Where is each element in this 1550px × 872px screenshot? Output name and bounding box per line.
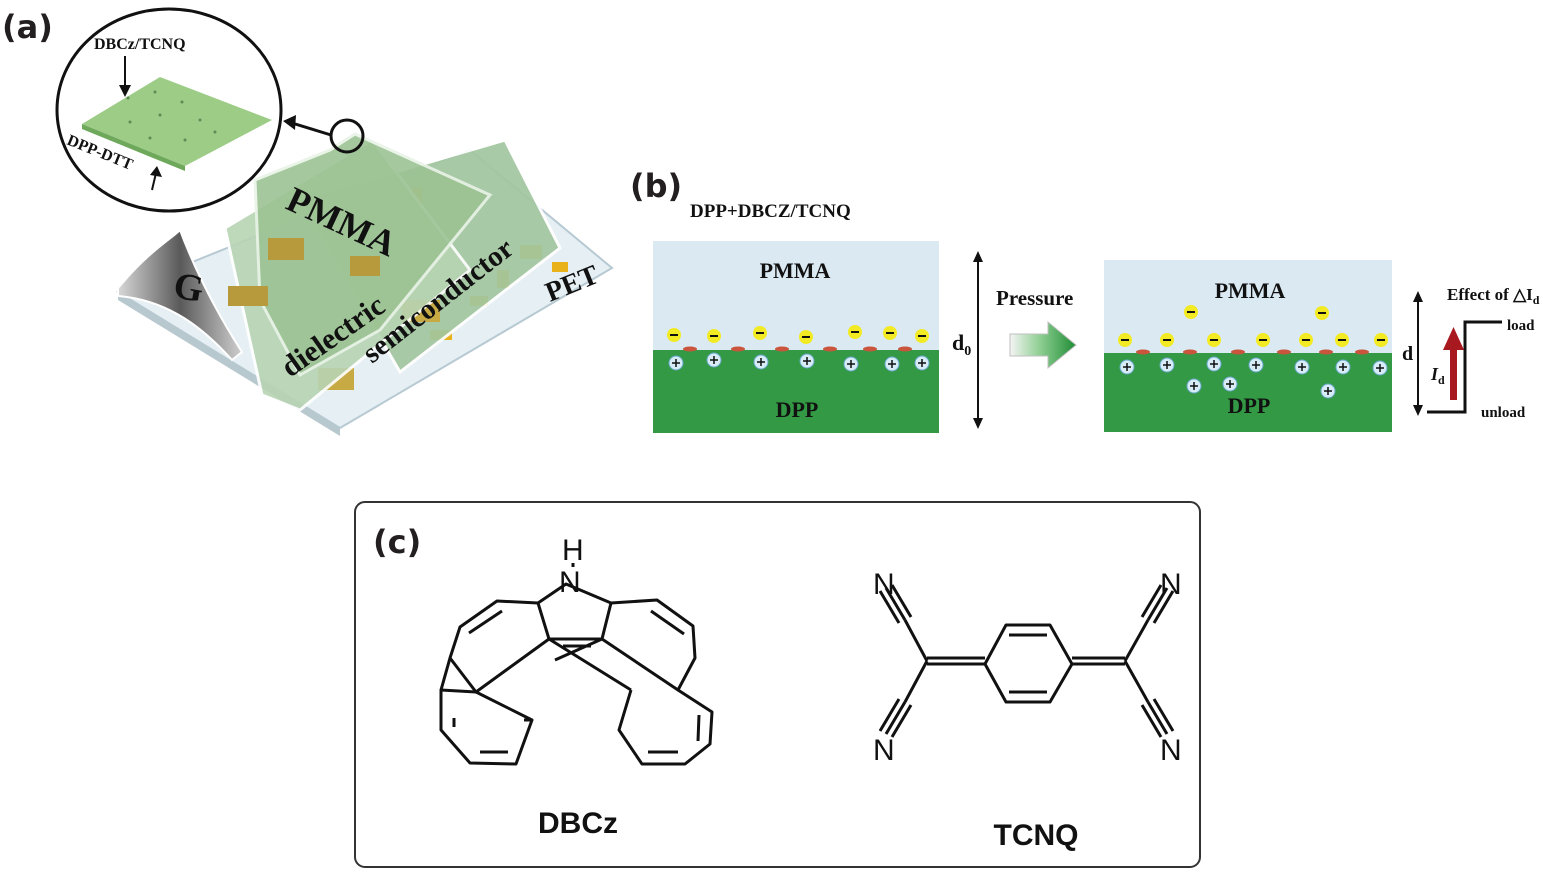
panel-b-label: (b) (630, 167, 682, 205)
id-label: Id (1430, 364, 1445, 387)
minus-charge (799, 330, 813, 344)
plus-charge (1119, 359, 1135, 375)
right-charges (1118, 305, 1388, 399)
minus-charge (848, 325, 862, 339)
minus-charge (753, 326, 767, 340)
plus-charge (1335, 359, 1351, 375)
dipole-mark (1355, 349, 1369, 355)
current-arrow-head (1443, 327, 1464, 350)
dbcz-name: DBCz (538, 807, 618, 840)
inset-dots (126, 90, 217, 142)
minus-charge (915, 329, 929, 343)
tcnq-name: TCNQ (994, 819, 1079, 852)
minus-charge (1184, 305, 1198, 319)
plus-charge (884, 356, 900, 372)
dbcz-atom-h: H (562, 534, 584, 567)
plus-charge (706, 352, 722, 368)
inset-bottom-arrow (150, 166, 162, 177)
dbcz-atom-n: N (559, 566, 581, 599)
right-dpp-label: DPP (1228, 393, 1271, 418)
gate-layer (117, 228, 244, 362)
dipole-mark (731, 346, 745, 352)
plus-charge (914, 355, 930, 371)
panel-c-frame (354, 501, 1201, 868)
minus-charge (667, 328, 681, 342)
tcnq-atom-n3: N (1160, 568, 1182, 601)
dipole-mark (1277, 349, 1291, 355)
inset-top-arrow (119, 85, 131, 97)
zoom-circle (329, 118, 365, 154)
dipole-mark (1319, 349, 1333, 355)
plus-charge (1186, 378, 1202, 394)
dipole-mark (898, 346, 912, 352)
minus-charge (1335, 333, 1349, 347)
left-pmma-label: PMMA (760, 258, 831, 283)
left-dpp-label: DPP (776, 397, 819, 422)
plus-charge (1159, 357, 1175, 373)
tcnq-atom-n2: N (873, 734, 895, 767)
plus-charge (1320, 383, 1336, 399)
tcnq-atom-n4: N (1160, 734, 1182, 767)
zoom-arrow-line (291, 121, 332, 137)
d0-label: d0 (952, 330, 971, 359)
dipole-mark (1231, 349, 1245, 355)
panel-a-label: (a) (2, 8, 53, 46)
panel-b: (b) DPP+DBCZ/TCNQ PMMA DPP d0 Pressure P… (630, 167, 1540, 433)
dipole-mark (683, 346, 697, 352)
tcnq-structure (878, 584, 1175, 738)
minus-charge (883, 326, 897, 340)
inset: DBCz/TCNQ DPP-DTT (55, 7, 283, 213)
left-charges (667, 325, 930, 372)
pressure-arrow (1009, 320, 1077, 370)
right-pmma-label: PMMA (1215, 278, 1286, 303)
step-curve (1427, 320, 1502, 414)
dbcz-structure (439, 582, 714, 766)
panel-a: (a) (2, 7, 614, 436)
device-stack (115, 132, 614, 436)
load-label: load (1507, 318, 1535, 334)
dipole-mark (1136, 349, 1150, 355)
plus-charge (1248, 357, 1264, 373)
minus-charge (1118, 333, 1132, 347)
plus-charge (668, 355, 684, 371)
minus-charge (1374, 333, 1388, 347)
minus-charge (1299, 333, 1313, 347)
minus-charge (1315, 306, 1329, 320)
dipole-mark (863, 346, 877, 352)
panel-b-subtitle: DPP+DBCZ/TCNQ (690, 201, 851, 222)
plus-charge (1222, 376, 1238, 392)
panel-c-label: (c) (373, 523, 421, 561)
tcnq-atom-n1: N (873, 568, 895, 601)
plus-charge (843, 356, 859, 372)
pmma-pads (228, 238, 380, 306)
pressure-label: Pressure (996, 286, 1073, 310)
plus-charge (1372, 360, 1388, 376)
current-arrow-shaft (1450, 346, 1457, 400)
plus-charge (753, 354, 769, 370)
inset-film-edge (82, 124, 185, 171)
gate-label: G (170, 265, 206, 311)
inset-top-label: DBCz/TCNQ (94, 36, 186, 53)
minus-charge (1256, 333, 1270, 347)
plus-charge (1294, 359, 1310, 375)
minus-charge (1160, 333, 1174, 347)
plus-charge (1206, 356, 1222, 372)
zoom-arrow-head (283, 115, 296, 130)
panel-c: (c) H N DB (354, 501, 1201, 868)
minus-charge (1207, 333, 1221, 347)
inset-film (82, 77, 272, 166)
dipole-mark (775, 346, 789, 352)
effect-label: Effect of △Id (1447, 285, 1540, 307)
unload-label: unload (1481, 405, 1526, 421)
plus-charge (799, 353, 815, 369)
dipole-mark (1183, 349, 1197, 355)
minus-charge (707, 329, 721, 343)
dipole-mark (823, 346, 837, 352)
d-label: d (1402, 343, 1413, 365)
